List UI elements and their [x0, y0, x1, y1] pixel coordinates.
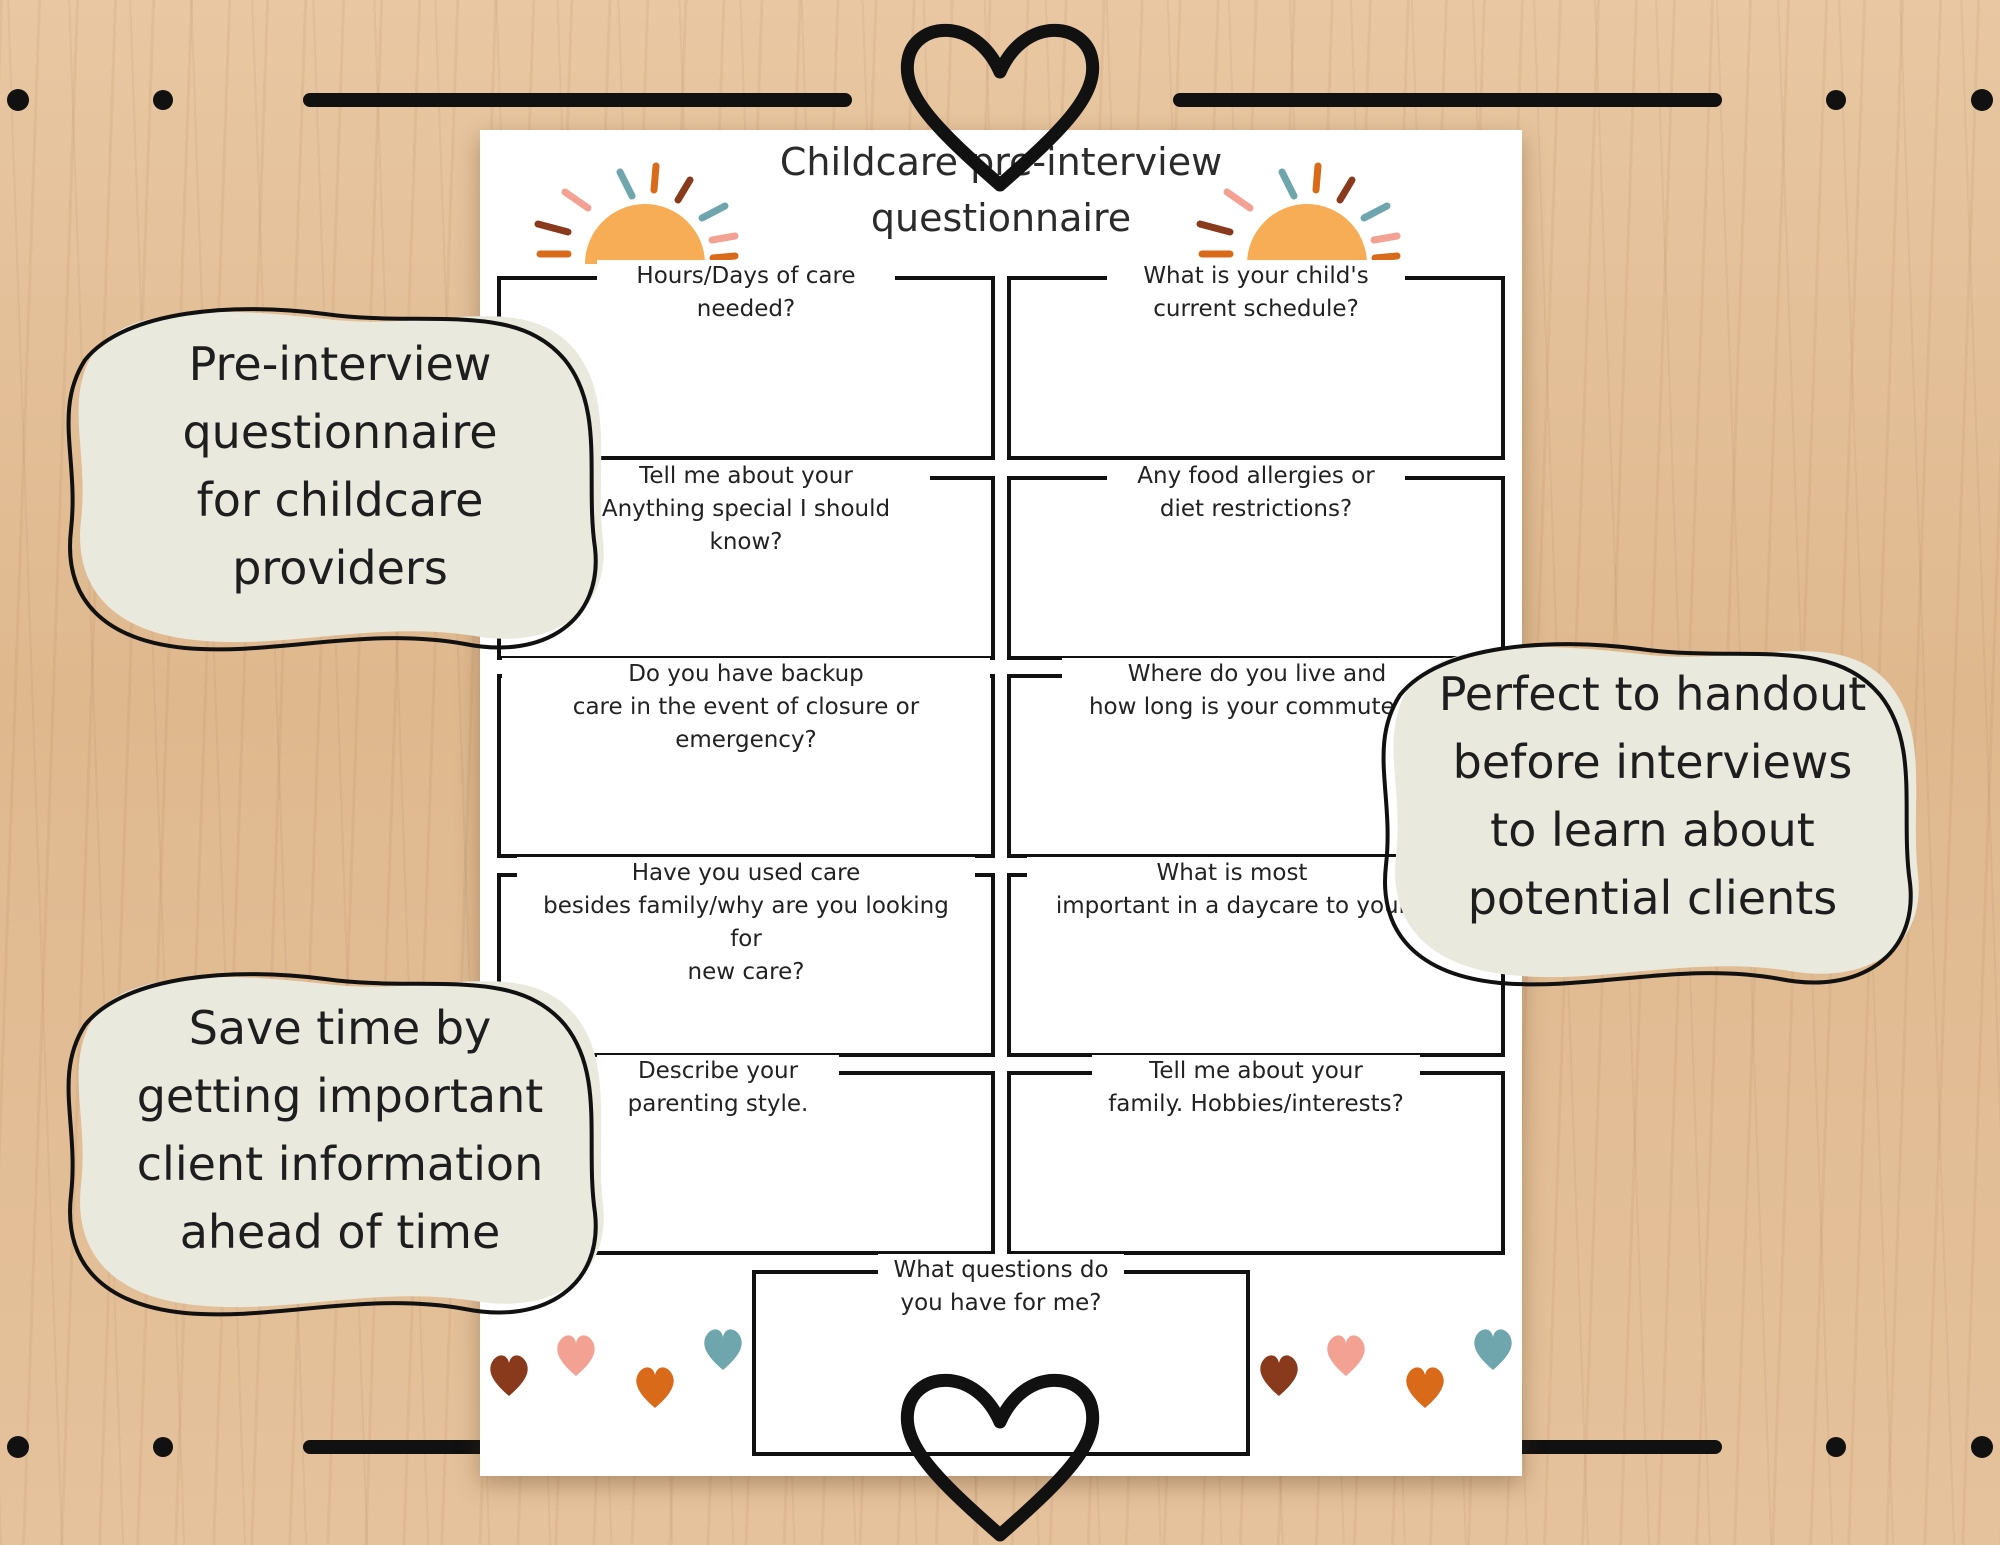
sun-ray: [1336, 176, 1356, 204]
sun-ray: [1360, 202, 1391, 222]
callout-outline: [1381, 642, 1913, 987]
heart-icon: [1327, 1335, 1365, 1376]
heart-icon: [490, 1355, 528, 1396]
sun-ray: [1278, 168, 1298, 200]
heart-icon: [1474, 1329, 1512, 1370]
hearts-left: [490, 1329, 742, 1408]
heart-icon: [557, 1335, 595, 1376]
callout-text-bottom-left: Save time by getting important client in…: [136, 1001, 544, 1259]
sheet-title-line-2: questionnaire: [870, 196, 1132, 240]
heart-icon: [1260, 1355, 1298, 1396]
dot: [1826, 90, 1846, 110]
callout-blob-top-left: [66, 307, 604, 652]
sun-ray: [1371, 252, 1401, 262]
sun-left-icon: [534, 162, 739, 264]
dot: [1826, 1437, 1846, 1457]
question-label-your-questions: What questions do you have for me?: [878, 1254, 1124, 1320]
sun-body: [585, 204, 705, 264]
sun-ray: [534, 220, 572, 236]
sun-ray: [1370, 232, 1401, 244]
question-label-important: What is most important in a daycare to y…: [1027, 857, 1437, 923]
hearts-right: [1260, 1329, 1512, 1408]
dot: [1971, 1436, 1993, 1458]
sun-right-icon: [1196, 162, 1401, 264]
sun-ray: [709, 252, 739, 262]
callout-text-top-left: Pre-interview questionnaire for childcar…: [182, 337, 498, 595]
sun-ray: [1223, 188, 1254, 212]
callout-fill: [78, 976, 604, 1308]
question-label-commute: Where do you live and how long is your c…: [1062, 658, 1452, 724]
dot: [7, 89, 29, 111]
questionnaire-sheet: Childcare pre-interview questionnaire Ho…: [480, 130, 1522, 1476]
dot: [1971, 89, 1993, 111]
sun-ray: [650, 162, 660, 194]
question-label-hours: Hours/Days of care needed?: [597, 260, 895, 326]
callout-fill: [1393, 646, 1919, 978]
sun-ray: [616, 168, 636, 200]
question-label-schedule: What is your child's current schedule?: [1107, 260, 1405, 326]
dot: [7, 1436, 29, 1458]
callout-text-right: Perfect to handout before interviews to …: [1438, 667, 1867, 925]
heart-icon: [1406, 1367, 1444, 1408]
question-label-special: Tell me about your Anything special I sh…: [562, 460, 930, 559]
callout-outline: [66, 307, 598, 652]
callout-blob-right: [1381, 642, 1919, 987]
sun-ray: [1312, 162, 1322, 194]
callout-fill: [78, 311, 604, 643]
top-divider: [7, 89, 1993, 111]
question-label-family: Tell me about your family. Hobbies/inter…: [1092, 1055, 1420, 1121]
sun-ray: [674, 176, 694, 204]
dot: [153, 90, 173, 110]
sun-ray: [698, 202, 729, 222]
dot: [153, 1437, 173, 1457]
question-label-parenting: Describe your parenting style.: [597, 1055, 839, 1121]
callout-blob-bottom-left: [66, 972, 604, 1317]
question-label-previous-care: Have you used care besides family/why ar…: [517, 857, 975, 989]
sheet-title-line-1: Childcare pre-interview: [779, 140, 1223, 184]
sun-ray: [1196, 220, 1234, 236]
sun-body: [1247, 204, 1367, 264]
sun-ray: [561, 188, 592, 212]
callout-outline: [66, 972, 598, 1317]
question-label-backup: Do you have backup care in the event of …: [502, 658, 990, 757]
heart-icon: [636, 1367, 674, 1408]
sun-ray: [708, 232, 739, 244]
question-label-allergies: Any food allergies or diet restrictions?: [1107, 460, 1405, 526]
heart-icon: [704, 1329, 742, 1370]
